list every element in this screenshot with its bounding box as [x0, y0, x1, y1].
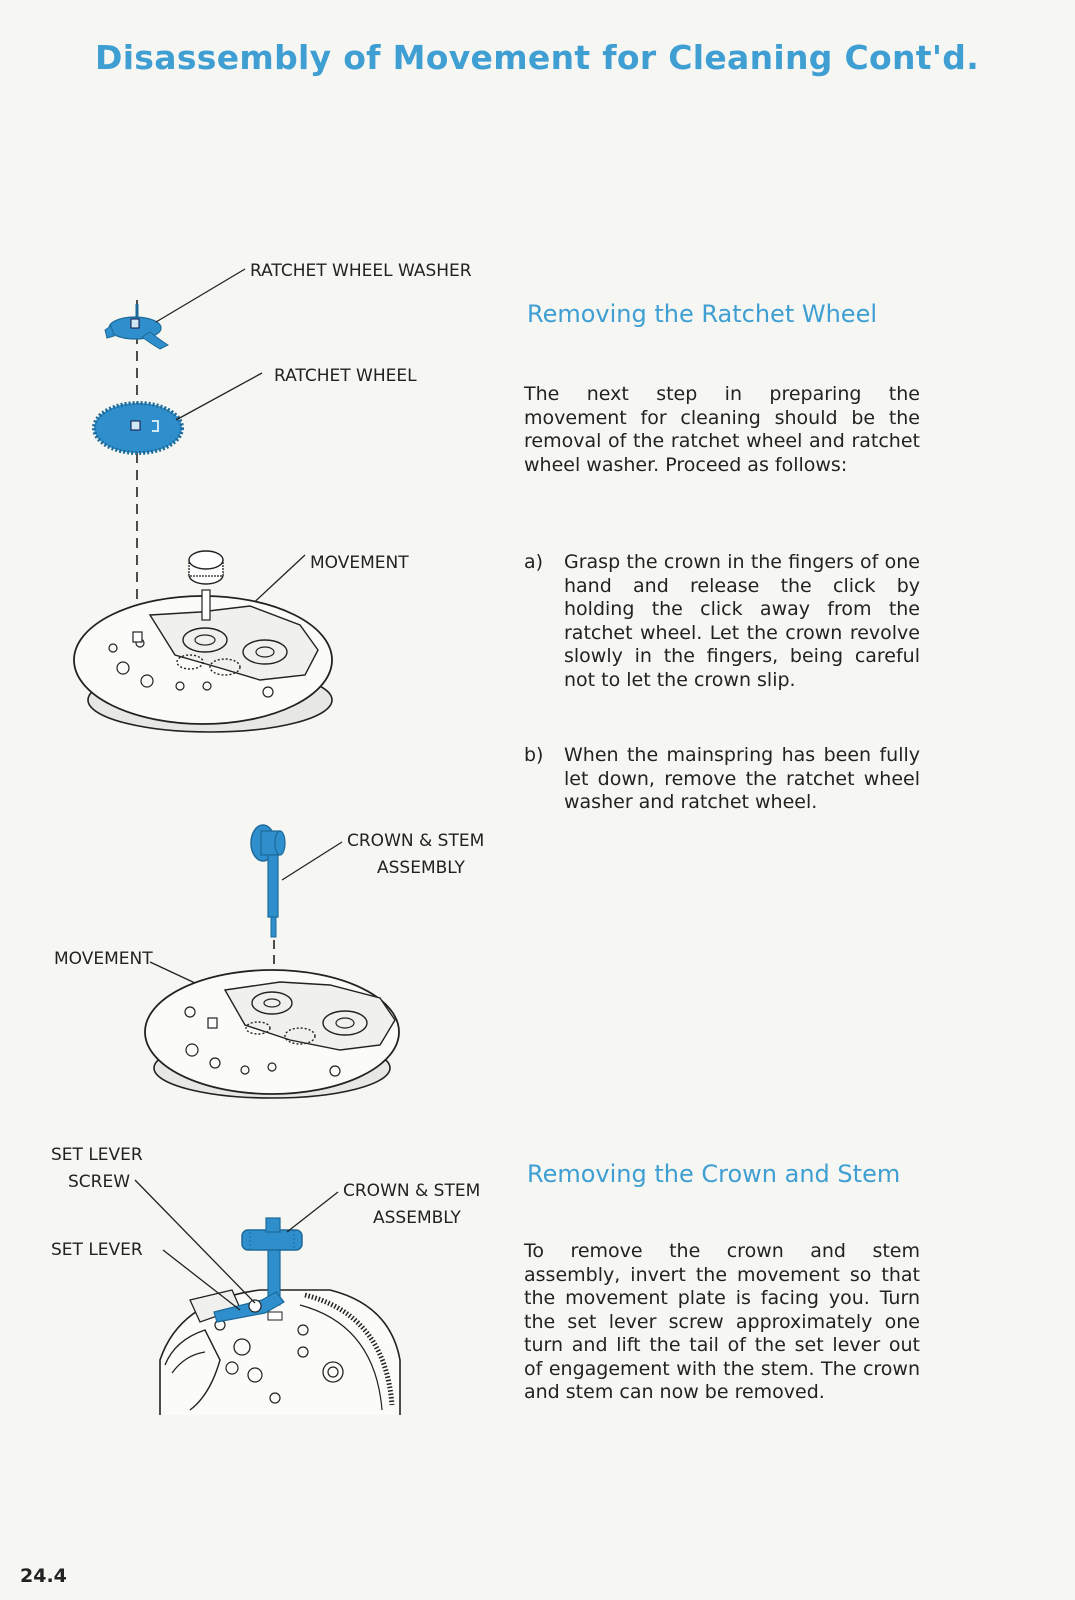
- step-b-marker: b): [524, 744, 544, 766]
- step-a: a) Grasp the crown in the fingers of one…: [524, 551, 920, 692]
- step-a-text: Grasp the crown in the fingers of one ha…: [564, 551, 920, 691]
- label-set-lever: SET LEVER: [51, 1240, 143, 1260]
- ratchet-wheel-washer-part: [104, 304, 170, 350]
- ratchet-wheel-part: [92, 401, 184, 455]
- label-ratchet-wheel-washer: RATCHET WHEEL WASHER: [250, 261, 472, 281]
- figure-ratchet-wheel: [73, 268, 333, 733]
- section-heading-crown-stem: Removing the Crown and Stem: [527, 1160, 901, 1188]
- label-set-lever-screw-line2: SCREW: [68, 1172, 131, 1192]
- label-set-lever-screw-line1: SET LEVER: [51, 1145, 143, 1165]
- movement-illustration-1: [73, 550, 333, 733]
- label-crown-stem-2-line2: ASSEMBLY: [373, 1208, 461, 1228]
- label-crown-stem-2-line1: CROWN & STEM: [343, 1181, 481, 1201]
- movement-illustration-2: [144, 969, 400, 1099]
- section-heading-ratchet-wheel: Removing the Ratchet Wheel: [527, 300, 878, 328]
- label-crown-stem-1-line1: CROWN & STEM: [347, 831, 485, 851]
- label-movement-1: MOVEMENT: [310, 553, 409, 573]
- crown-and-stem-part-2: [213, 1217, 303, 1323]
- crown-and-stem-part-1: [250, 824, 286, 938]
- label-ratchet-wheel: RATCHET WHEEL: [274, 366, 417, 386]
- paragraph-crown-stem: To remove the crown and stem assembly, i…: [524, 1240, 920, 1403]
- step-b-text: When the mainspring has been fully let d…: [564, 744, 920, 813]
- paragraph-ratchet-intro: The next step in preparing the movement …: [524, 383, 920, 476]
- label-crown-stem-1-line2: ASSEMBLY: [377, 858, 465, 878]
- step-b: b) When the mainspring has been fully le…: [524, 744, 920, 815]
- page-number: 24.4: [20, 1565, 67, 1587]
- figure-crown-stem: [144, 824, 400, 1099]
- figure-set-lever: [134, 1179, 401, 1415]
- step-a-marker: a): [524, 551, 544, 573]
- label-movement-2: MOVEMENT: [54, 949, 153, 969]
- movement-plate-illustration: [159, 1289, 401, 1415]
- page-title: Disassembly of Movement for Cleaning Con…: [95, 38, 980, 77]
